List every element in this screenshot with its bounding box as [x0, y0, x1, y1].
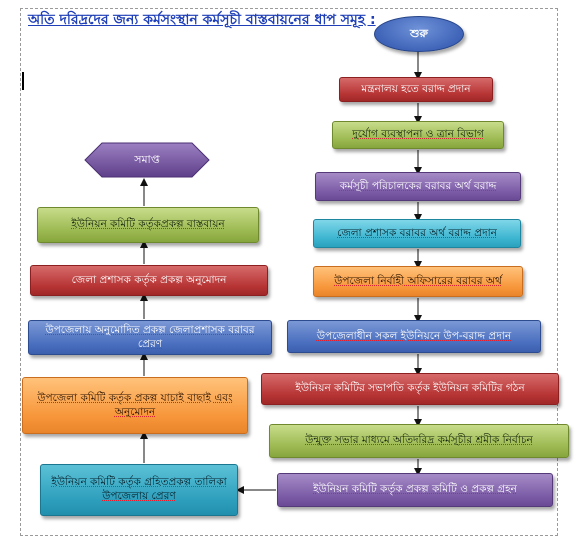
step-r7-label: ইউনিয়ন কমিটির সভাপতি কর্তৃক ইউনিয়ন কমি… — [295, 382, 525, 395]
step-r4: জেলা প্রশাসক বরাবর অর্থ বরাদ্দ প্রদান — [313, 219, 521, 248]
step-l5-label: ইউনিয়ন কমিটি কর্তৃকপ্রকল্প বাস্তবায়ন — [71, 218, 225, 231]
step-r1-label: মন্ত্রনালয় হতে বরাদ্দ প্রদান — [361, 82, 471, 95]
step-r9-label: ইউনিয়ন কমিটি কর্তৃক প্রকল্প কমিটি ও প্র… — [313, 483, 517, 496]
step-r5-label: উপজেলা নির্বাহী অফিসারের বরাবর অর্থ — [334, 274, 502, 287]
text-cursor — [22, 72, 24, 90]
step-l2-label: উপজেলা কমিটি কর্তৃক প্রকল্প যাচাই বাছাই … — [37, 391, 233, 418]
step-l3-label: উপজেলায় অনুমোদিত প্রকল্প জেলাপ্রশাসক বর… — [45, 323, 255, 350]
step-r3: কর্মসূচী পরিচালকের বরাবর অর্থ বরাদ্দ — [315, 172, 521, 201]
step-r8: উন্মুক্ত সভার মাধ্যমে অতিদরিদ্র কর্মসূচী… — [269, 424, 569, 458]
diagram-title: অতি দরিদ্রদের জন্য কর্মসংস্থান কর্মসূচী … — [28, 12, 376, 28]
step-r3-label: কর্মসূচী পরিচালকের বরাবর অর্থ বরাদ্দ — [339, 179, 497, 192]
page-frame — [20, 8, 558, 536]
step-l2: উপজেলা কমিটি কর্তৃক প্রকল্প যাচাই বাছাই … — [22, 377, 248, 434]
step-l1-label: ইউনিয়ন কমিটি কর্তৃক গ্রহিতপ্রকল্প তালিক… — [51, 476, 227, 502]
end-hexagon-shape — [84, 142, 210, 178]
step-l4: জেলা প্রশাসক কর্তৃক প্রকল্প অনুমোদন — [30, 265, 268, 296]
step-r2-label: দুর্যোগ ব্যবস্থাপনা ও ত্রান বিভাগ — [352, 128, 484, 141]
step-l4-label: জেলা প্রশাসক কর্তৃক প্রকল্প অনুমোদন — [71, 273, 227, 286]
start-label: শুরু — [410, 26, 428, 40]
step-r2: দুর্যোগ ব্যবস্থাপনা ও ত্রান বিভাগ — [332, 121, 504, 149]
step-r4-label: জেলা প্রশাসক বরাবর অর্থ বরাদ্দ প্রদান — [337, 226, 497, 239]
step-r6-label: উপজেলাধীন সকল ইউনিয়নে উপ-বরাদ্দ প্রদান — [316, 329, 512, 342]
start-node: শুরু — [374, 16, 464, 52]
end-label: সমাপ্ত — [134, 152, 160, 166]
step-l5: ইউনিয়ন কমিটি কর্তৃকপ্রকল্প বাস্তবায়ন — [37, 207, 259, 243]
end-node: সমাপ্ত — [84, 142, 210, 178]
step-l3: উপজেলায় অনুমোদিত প্রকল্প জেলাপ্রশাসক বর… — [28, 320, 272, 355]
step-l1: ইউনিয়ন কমিটি কর্তৃক গ্রহিতপ্রকল্প তালিক… — [40, 464, 238, 516]
step-r5: উপজেলা নির্বাহী অফিসারের বরাবর অর্থ — [313, 266, 523, 297]
step-r7: ইউনিয়ন কমিটির সভাপতি কর্তৃক ইউনিয়ন কমি… — [261, 373, 559, 405]
step-r1: মন্ত্রনালয় হতে বরাদ্দ প্রদান — [339, 77, 493, 102]
step-r8-label: উন্মুক্ত সভার মাধ্যমে অতিদরিদ্র কর্মসূচী… — [305, 434, 533, 447]
step-r6: উপজেলাধীন সকল ইউনিয়নে উপ-বরাদ্দ প্রদান — [287, 320, 541, 353]
step-r9: ইউনিয়ন কমিটি কর্তৃক প্রকল্প কমিটি ও প্র… — [277, 473, 553, 507]
